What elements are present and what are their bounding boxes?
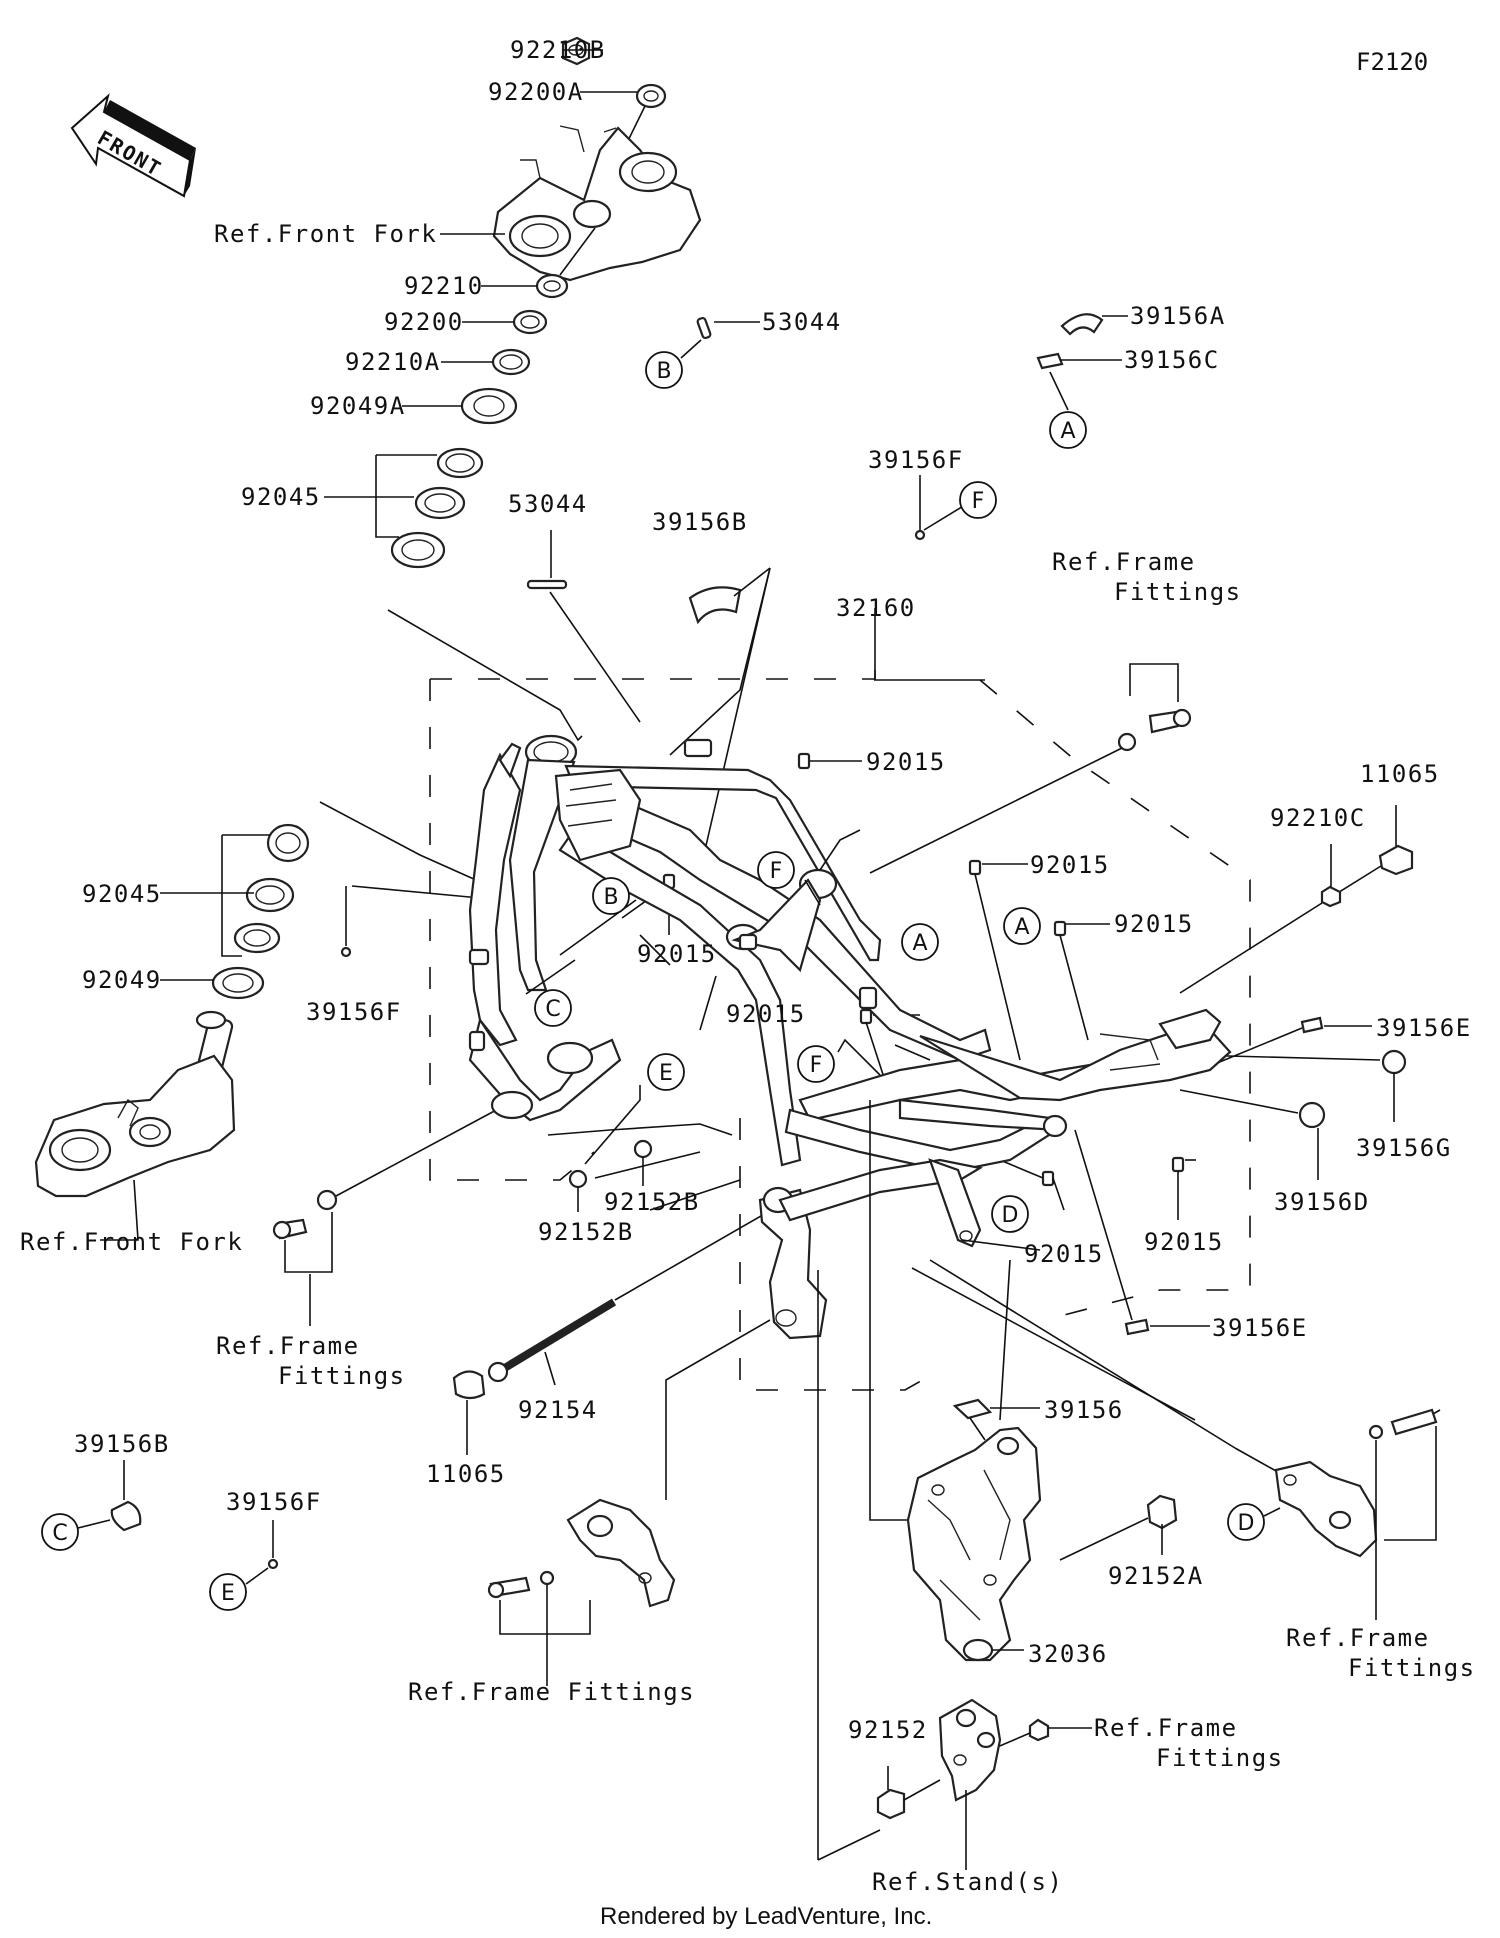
label-92045-mid: 92045 [82, 880, 162, 908]
label-53044-b: 53044 [762, 308, 842, 336]
label-92152B-a: 92152B [538, 1218, 634, 1246]
main-frame [429, 608, 1311, 1861]
label-92200: 92200 [384, 308, 464, 336]
callout-a-frame-2: A [1003, 907, 1041, 945]
svg-text:D: D [1002, 1203, 1019, 1228]
label-39156G: 39156G [1356, 1134, 1452, 1162]
callout-a-top: A [1049, 411, 1087, 449]
label-92210C: 92210C [1270, 804, 1366, 832]
callout-b-top: B [645, 351, 683, 389]
label-92200A: 92200A [488, 78, 584, 106]
label-ref-frame-fittings-right-2: Fittings [1348, 1654, 1476, 1682]
label-ref-stands: Ref.Stand(s) [872, 1868, 1063, 1896]
label-39156: 39156 [1044, 1396, 1124, 1424]
label-32036: 32036 [1028, 1640, 1108, 1668]
hardware-parts [77, 313, 1414, 1820]
label-53044: 53044 [508, 490, 588, 518]
label-11065-right: 11065 [1360, 760, 1440, 788]
svg-text:B: B [603, 885, 618, 910]
label-ref-frame-fittings-bottom-2: Fittings [1156, 1744, 1284, 1772]
callout-c-bottom: C [41, 1513, 79, 1551]
label-ref-frame-fittings-bottom-1: Ref.Frame [1094, 1714, 1238, 1742]
label-92210: 92210 [404, 272, 484, 300]
svg-text:C: C [52, 1521, 67, 1546]
label-39156B-bottom: 39156B [74, 1430, 170, 1458]
label-ref-front-fork-top: Ref.Front Fork [214, 220, 437, 248]
label-92154: 92154 [518, 1396, 598, 1424]
label-ref-frame-fittings-right-1: Ref.Frame [1286, 1624, 1430, 1652]
svg-text:C: C [545, 997, 560, 1022]
svg-text:B: B [656, 359, 671, 384]
label-92152B-b: 92152B [604, 1188, 700, 1216]
figure-code: F2120 [1356, 48, 1428, 76]
label-32160: 32160 [836, 594, 916, 622]
callout-b-frame: B [592, 877, 630, 915]
footer-credit: Rendered by LeadVenture, Inc. [600, 1903, 932, 1930]
label-92015-b: 92015 [1030, 851, 1110, 879]
callout-f-top: F [959, 481, 997, 519]
label-92015-d: 92015 [637, 940, 717, 968]
label-39156C: 39156C [1124, 346, 1220, 374]
label-39156F-mid: 39156F [306, 998, 402, 1026]
label-92015-g: 92015 [1144, 1228, 1224, 1256]
callout-f-frame-2: F [797, 1045, 835, 1083]
label-ref-front-fork-bottom: Ref.Front Fork [20, 1228, 243, 1256]
callout-e-frame: E [647, 1053, 685, 1091]
footrest-bracket-right [1274, 1408, 1441, 1620]
svg-text:A: A [1014, 915, 1029, 940]
label-92152A: 92152A [1108, 1562, 1204, 1590]
callout-e-bottom: E [209, 1573, 247, 1611]
label-39156E-top: 39156E [1376, 1014, 1472, 1042]
label-ref-frame-fittings-left-1: Ref.Frame [216, 1332, 360, 1360]
label-92049A: 92049A [310, 392, 406, 420]
label-92015-e: 92015 [726, 1000, 806, 1028]
label-ref-frame-fittings-center: Ref.Frame Fittings [408, 1678, 695, 1706]
label-92210A: 92210A [345, 348, 441, 376]
rear-bracket-32036 [906, 1426, 1042, 1662]
label-92049: 92049 [82, 966, 162, 994]
svg-text:D: D [1238, 1511, 1255, 1536]
steering-stem-lower [34, 801, 477, 1241]
label-11065-left: 11065 [426, 1460, 506, 1488]
steering-stem-top-group [324, 36, 702, 742]
svg-text:A: A [912, 931, 927, 956]
label-ref-frame-fittings-top-2: Fittings [1114, 578, 1242, 606]
svg-text:F: F [770, 859, 783, 884]
callout-d-bottom: D [1227, 1503, 1265, 1541]
label-39156A: 39156A [1130, 302, 1226, 330]
front-arrow-icon: FRONT [70, 93, 196, 198]
label-39156E-bottom: 39156E [1212, 1314, 1308, 1342]
svg-text:E: E [659, 1061, 673, 1086]
label-92152: 92152 [848, 1716, 928, 1744]
svg-text:F: F [972, 489, 985, 514]
label-92015-c: 92015 [1114, 910, 1194, 938]
label-ref-frame-fittings-top-1: Ref.Frame [1052, 548, 1196, 576]
callout-markers: B A F B F A A C E F D C E D [41, 351, 1281, 1611]
label-ref-frame-fittings-left-2: Fittings [278, 1362, 406, 1390]
svg-text:E: E [221, 1581, 235, 1606]
label-39156B: 39156B [652, 508, 748, 536]
stand-bracket [938, 1698, 1002, 1870]
part-number-labels: 92210B 92200A Ref.Front Fork 92210 92200… [20, 36, 1476, 1896]
label-92210B: 92210B [510, 36, 606, 64]
footrest-bracket-left [487, 1498, 676, 1686]
label-92015-a: 92015 [866, 748, 946, 776]
svg-text:F: F [810, 1053, 823, 1078]
label-39156F-bottom: 39156F [226, 1488, 322, 1516]
svg-text:A: A [1060, 419, 1075, 444]
callout-c-frame: C [534, 989, 572, 1027]
callout-f-frame: F [757, 851, 795, 889]
label-39156F-top: 39156F [868, 446, 964, 474]
label-92015-f: 92015 [1024, 1240, 1104, 1268]
label-39156D: 39156D [1274, 1188, 1370, 1216]
callout-a-frame-1: A [901, 923, 939, 961]
callout-d-frame: D [991, 1195, 1029, 1233]
label-92045-top: 92045 [241, 483, 321, 511]
